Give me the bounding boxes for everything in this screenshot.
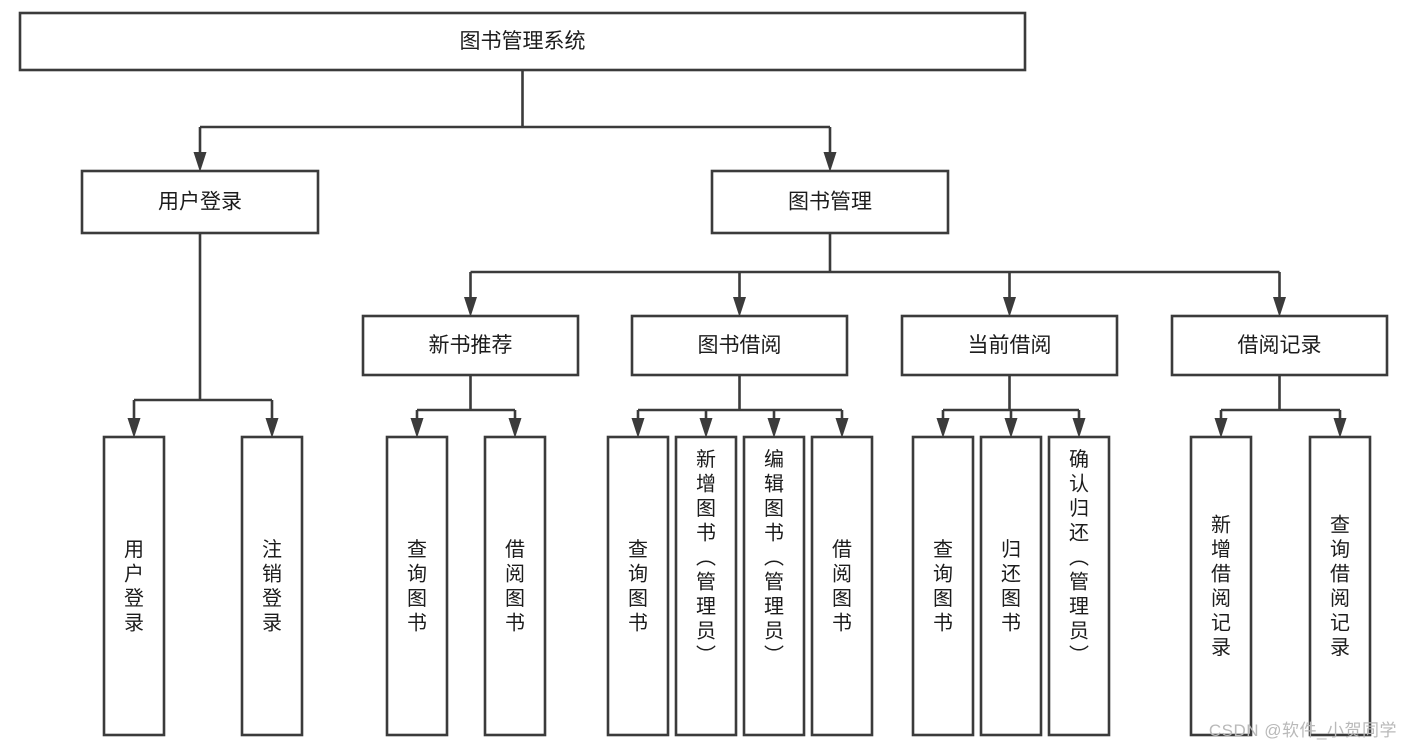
- node-leaf_c_query[interactable]: 查询图书: [911, 435, 975, 737]
- node-l3_record[interactable]: 借阅记录: [1170, 314, 1389, 377]
- node-box-leaf_b_add: [674, 435, 738, 737]
- node-box-leaf_user_login: [102, 435, 166, 737]
- node-label-l3_borrow: 图书借阅: [698, 334, 782, 357]
- node-label-leaf_b_borrow: 借阅图书: [832, 538, 852, 635]
- node-box-l3_record: [1170, 314, 1389, 377]
- node-leaf_b_edit[interactable]: 编辑图书︵管理员︶: [742, 435, 806, 737]
- node-box-leaf_c_return: [979, 435, 1043, 737]
- arrow-head-leaf_b_edit: [767, 418, 781, 438]
- node-label-l2_book: 图书管理: [788, 191, 872, 214]
- node-l2_user[interactable]: 用户登录: [80, 169, 320, 235]
- node-label-leaf_r_add: 新增借阅记录: [1211, 514, 1231, 660]
- node-leaf_r_add[interactable]: 新增借阅记录: [1189, 435, 1253, 737]
- arrow-head-l3_current: [1003, 297, 1016, 317]
- edges-layer: [127, 70, 1347, 438]
- arrow-head-l3_record: [1273, 297, 1286, 317]
- node-label-root: 图书管理系统: [460, 30, 586, 53]
- node-box-leaf_b_borrow: [810, 435, 874, 737]
- node-label-l3_current: 当前借阅: [968, 334, 1052, 357]
- node-leaf_new_query[interactable]: 查询图书: [385, 435, 449, 737]
- arrow-head-leaf_new_query: [410, 418, 424, 438]
- node-label-l3_newbook: 新书推荐: [429, 334, 513, 357]
- node-label-leaf_b_add: 新增图书︵管理员︶: [696, 448, 716, 667]
- node-leaf_r_query[interactable]: 查询借阅记录: [1308, 435, 1372, 737]
- node-label-leaf_new_query: 查询图书: [407, 538, 427, 635]
- node-leaf_user_login[interactable]: 用户登录: [102, 435, 166, 737]
- arrow-head-leaf_c_return: [1004, 418, 1018, 438]
- arrow-head-l3_newbook: [464, 297, 477, 317]
- node-label-leaf_new_borrow: 借阅图书: [505, 538, 525, 635]
- arrow-head-leaf_c_query: [936, 418, 950, 438]
- node-box-leaf_c_query: [911, 435, 975, 737]
- node-leaf_b_add[interactable]: 新增图书︵管理员︶: [674, 435, 738, 737]
- node-box-leaf_new_query: [385, 435, 449, 737]
- node-label-leaf_user_login: 用户登录: [124, 539, 144, 635]
- node-box-leaf_user_logout: [240, 435, 304, 737]
- arrow-head-leaf_b_add: [699, 418, 713, 438]
- node-root[interactable]: 图书管理系统: [18, 11, 1027, 72]
- arrow-head-leaf_b_borrow: [835, 418, 849, 438]
- node-box-leaf_b_edit: [742, 435, 806, 737]
- node-leaf_c_confirm[interactable]: 确认归还︵管理员︶: [1047, 435, 1111, 737]
- node-box-leaf_r_query: [1308, 435, 1372, 737]
- node-box-l3_current: [900, 314, 1119, 377]
- arrow-head-leaf_new_borrow: [508, 418, 522, 438]
- node-label-l3_record: 借阅记录: [1238, 334, 1322, 357]
- node-box-leaf_new_borrow: [483, 435, 547, 737]
- node-box-leaf_b_query: [606, 435, 670, 737]
- node-label-leaf_r_query: 查询借阅记录: [1330, 514, 1350, 660]
- arrow-head-l2_user: [193, 152, 207, 172]
- arrow-head-l2_book: [823, 152, 837, 172]
- node-label-leaf_user_logout: 注销登录: [262, 538, 282, 635]
- node-leaf_new_borrow[interactable]: 借阅图书: [483, 435, 547, 737]
- node-label-leaf_b_query: 查询图书: [628, 538, 648, 635]
- node-leaf_user_logout[interactable]: 注销登录: [240, 435, 304, 737]
- node-label-leaf_c_query: 查询图书: [933, 538, 953, 635]
- node-label-l2_user: 用户登录: [158, 191, 242, 214]
- node-leaf_b_borrow[interactable]: 借阅图书: [810, 435, 874, 737]
- node-box-l2_book: [710, 169, 950, 235]
- node-l3_current[interactable]: 当前借阅: [900, 314, 1119, 377]
- arrow-head-leaf_c_confirm: [1072, 418, 1086, 438]
- arrow-head-leaf_r_query: [1333, 418, 1347, 438]
- node-label-leaf_c_return: 归还图书: [1001, 538, 1021, 635]
- node-l3_newbook[interactable]: 新书推荐: [361, 314, 580, 377]
- arrow-head-leaf_user_login: [127, 418, 141, 438]
- node-box-l2_user: [80, 169, 320, 235]
- node-l2_book[interactable]: 图书管理: [710, 169, 950, 235]
- nodes-layer: 图书管理系统用户登录图书管理新书推荐图书借阅当前借阅借阅记录用户登录注销登录查询…: [18, 11, 1389, 737]
- node-box-root: [18, 11, 1027, 72]
- arrow-head-leaf_user_logout: [265, 418, 279, 438]
- node-box-leaf_c_confirm: [1047, 435, 1111, 737]
- node-label-leaf_c_confirm: 确认归还︵管理员︶: [1069, 448, 1089, 667]
- node-label-leaf_b_edit: 编辑图书︵管理员︶: [764, 448, 784, 667]
- node-leaf_b_query[interactable]: 查询图书: [606, 435, 670, 737]
- arrow-head-leaf_b_query: [631, 418, 645, 438]
- node-box-leaf_r_add: [1189, 435, 1253, 737]
- node-leaf_c_return[interactable]: 归还图书: [979, 435, 1043, 737]
- node-box-l3_borrow: [630, 314, 849, 377]
- arrow-head-l3_borrow: [733, 297, 746, 317]
- node-box-l3_newbook: [361, 314, 580, 377]
- arrow-head-leaf_r_add: [1214, 418, 1228, 438]
- node-l3_borrow[interactable]: 图书借阅: [630, 314, 849, 377]
